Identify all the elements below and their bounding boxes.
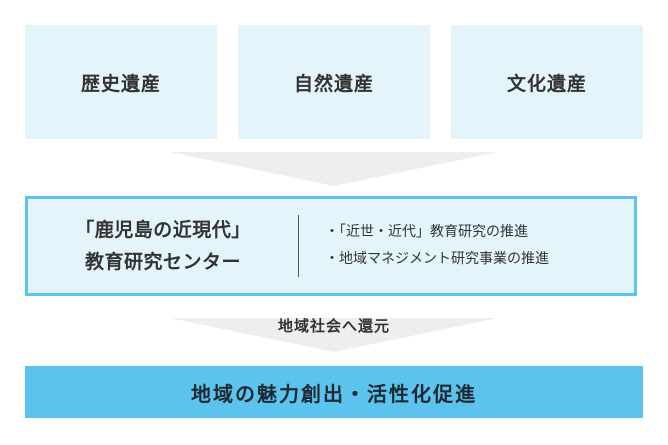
activity-list: ・「近世・近代」教育研究の推進 ・地域マネジメント研究事業の推進 [299,219,549,273]
heritage-box-history: 歴史遺産 [25,25,217,139]
heritage-label: 文化遺産 [506,72,587,95]
down-arrow-1 [170,152,498,186]
divider [298,215,299,277]
down-arrow-2 [170,318,498,352]
heritage-box-culture: 文化遺産 [451,25,643,139]
goal-label: 地域の魅力創出・活性化促進 [191,381,477,406]
activity-item: ・地域マネジメント研究事業の推進 [325,251,549,267]
return-label: 地域社会へ還元 [277,317,390,335]
center-name-line1: 「鹿児島の近現代」 [75,219,251,241]
activity-item: ・「近世・近代」教育研究の推進 [325,224,528,240]
goal-box: 地域の魅力創出・活性化促進 [25,366,643,418]
heritage-label: 歴史遺産 [80,72,161,95]
center-name-line2: 教育研究センター [84,251,241,273]
research-center-box: 「鹿児島の近現代」 教育研究センター ・「近世・近代」教育研究の推進 ・地域マネ… [25,196,637,296]
heritage-label: 自然遺産 [293,72,374,95]
center-name: 「鹿児島の近現代」 教育研究センター [28,214,298,278]
heritage-box-nature: 自然遺産 [238,25,430,139]
